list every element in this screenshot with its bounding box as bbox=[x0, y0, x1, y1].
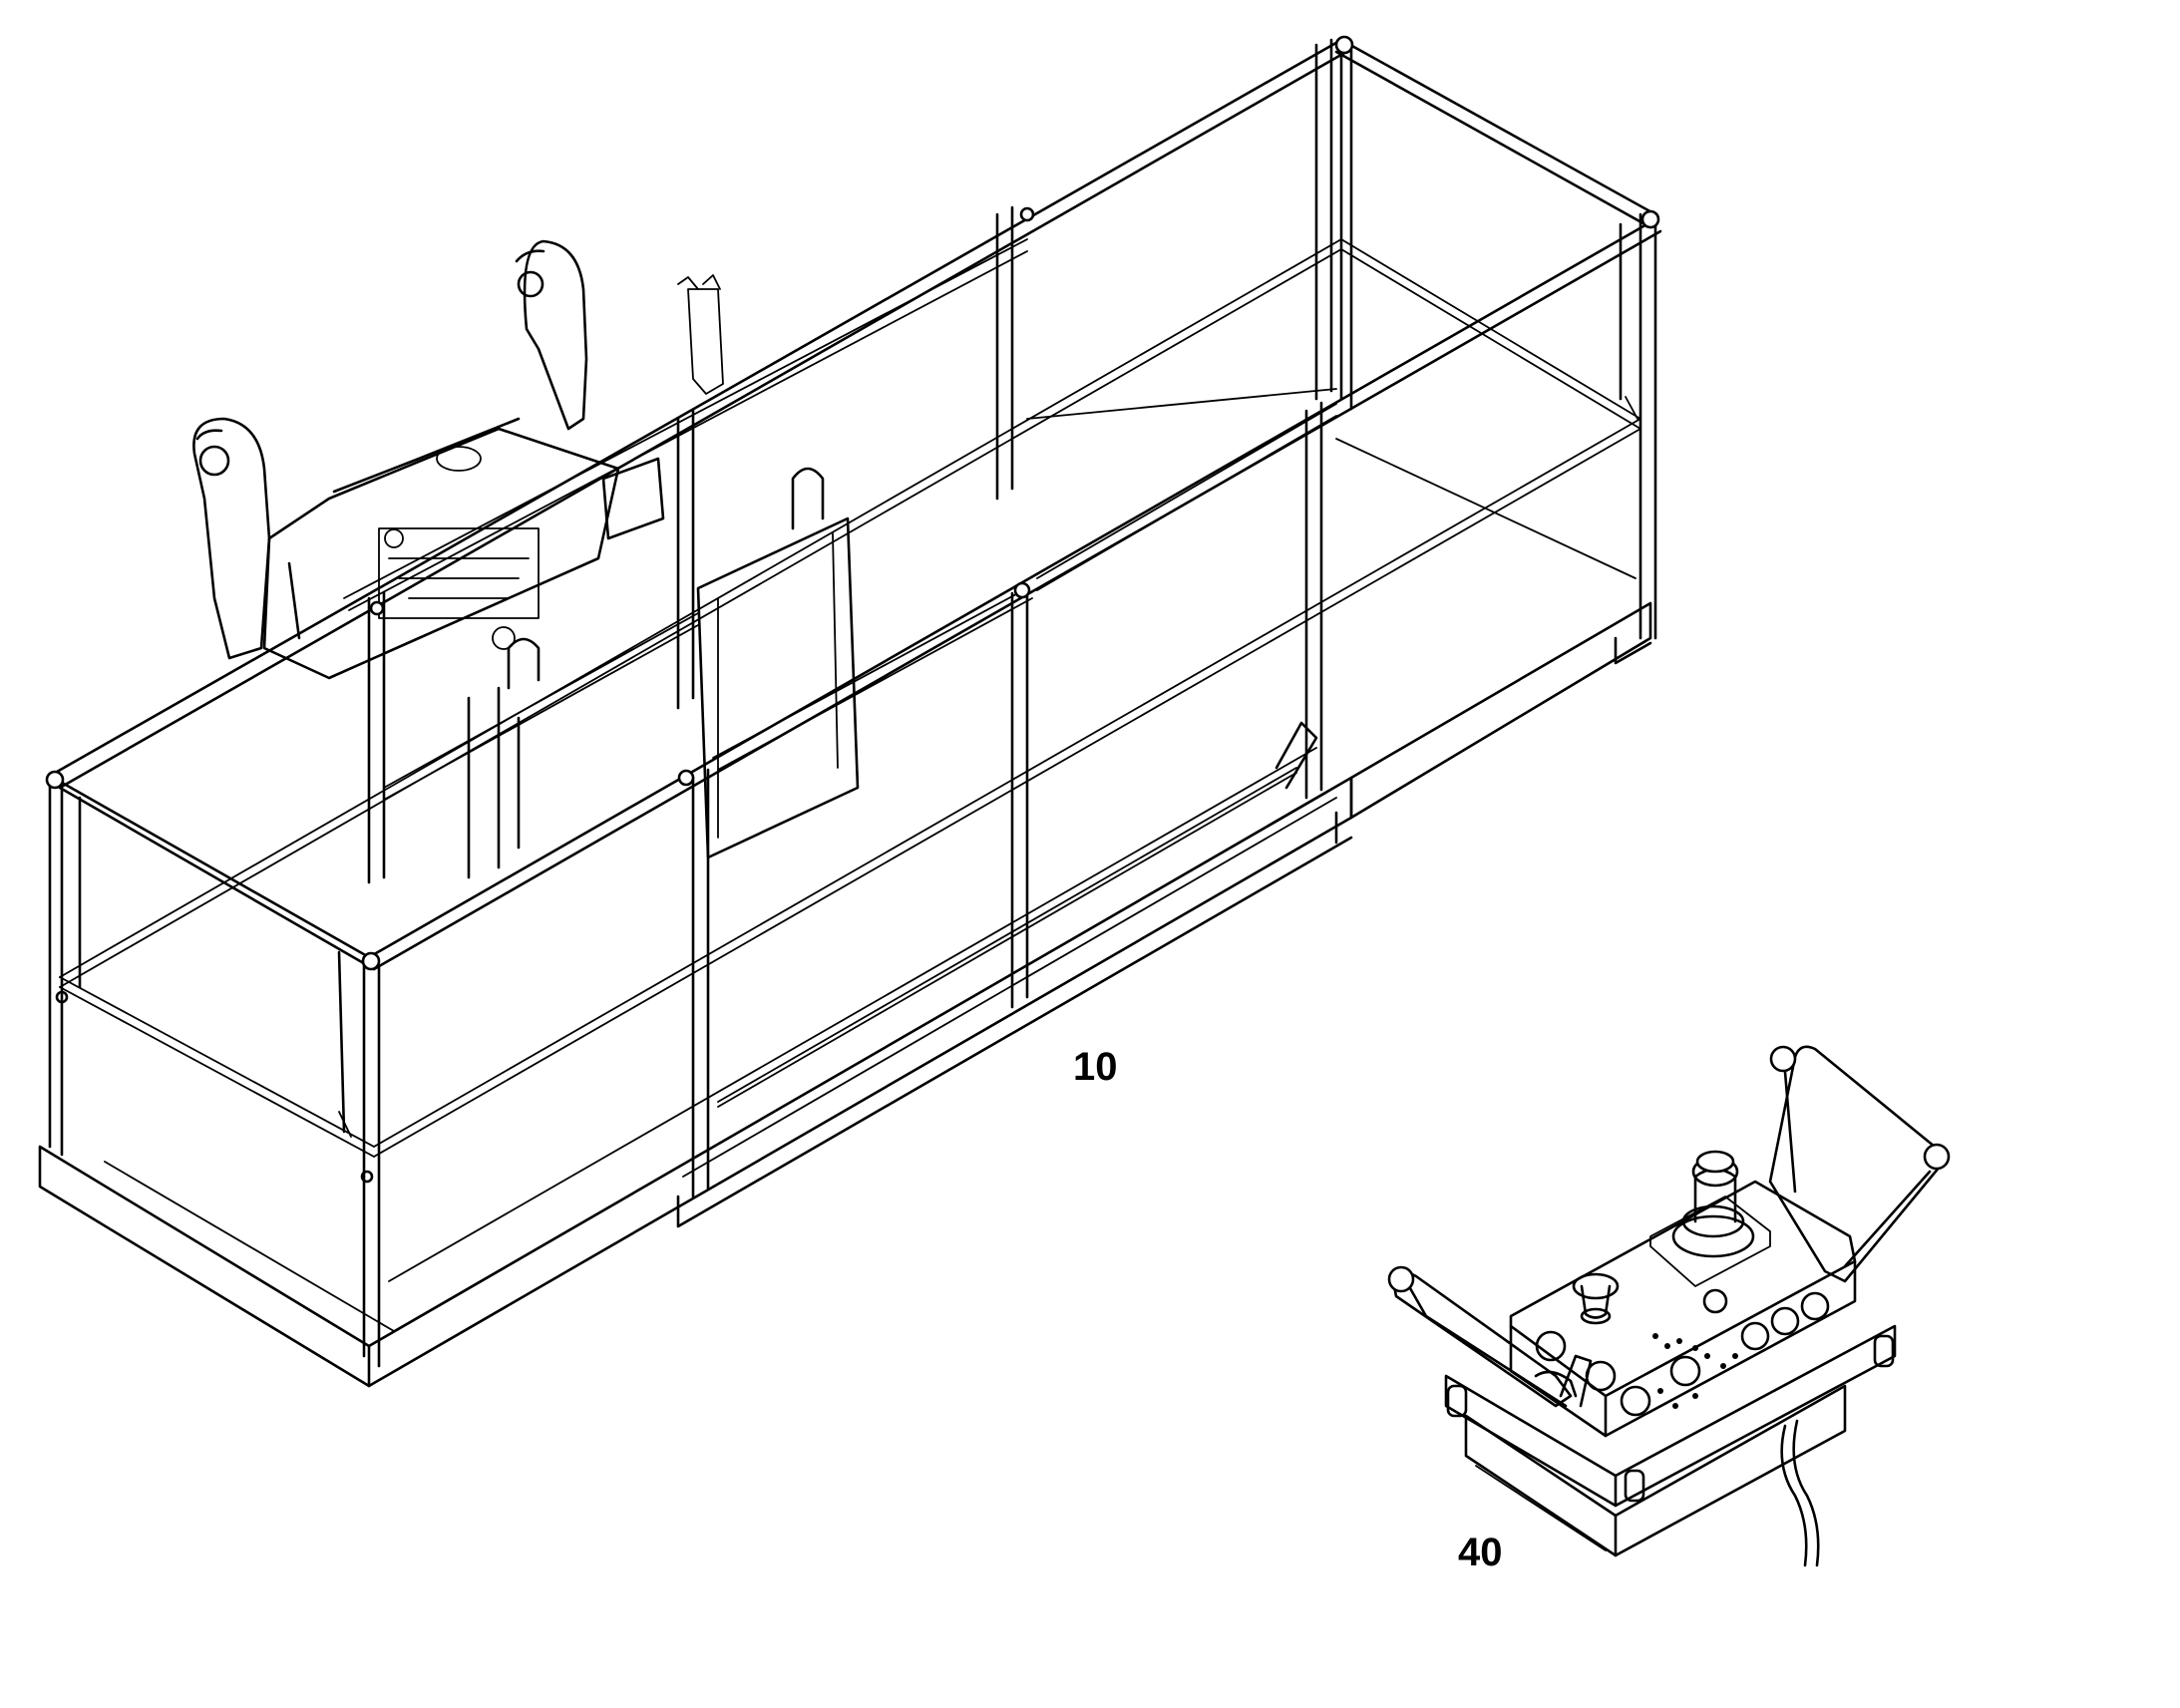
callout-platform-basket: 10 bbox=[1073, 1045, 1118, 1089]
basket-floor bbox=[38, 438, 1652, 1388]
mounting-hooks bbox=[192, 239, 860, 879]
callout-control-console: 40 bbox=[1458, 1531, 1503, 1574]
basket-rails bbox=[45, 35, 1662, 1368]
control-console bbox=[1387, 1045, 1951, 1567]
